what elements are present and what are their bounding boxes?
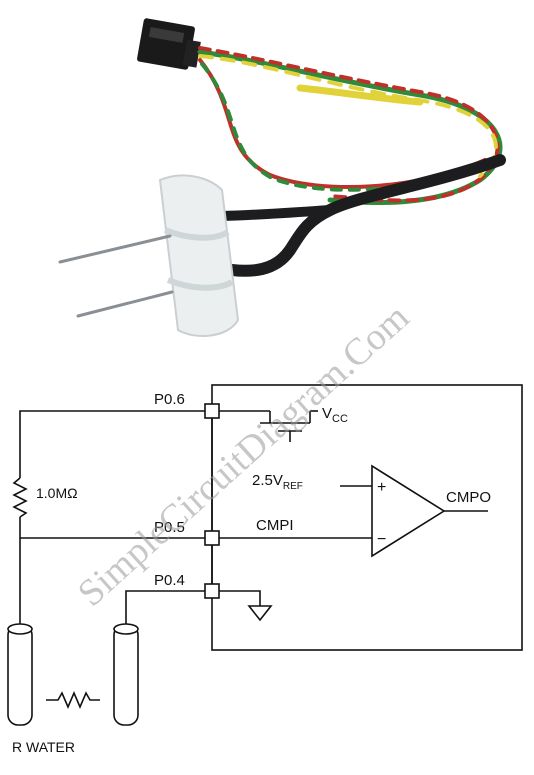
electrode-right	[113, 623, 139, 726]
probe-body	[158, 174, 240, 337]
label-p04: P0.4	[154, 572, 185, 589]
electrode-left	[7, 623, 33, 726]
label-p06: P0.6	[154, 391, 185, 408]
comparator-minus: −	[377, 531, 386, 548]
label-vref: 2.5VREF	[252, 472, 303, 492]
comparator-plus: +	[377, 479, 386, 496]
wire-ground	[219, 590, 261, 606]
wire-p06	[19, 410, 205, 478]
label-resistor: 1.0MΩ	[36, 485, 78, 501]
vcc-switch-symbol	[260, 410, 318, 442]
pin-p06-box	[204, 403, 220, 419]
ground-symbol	[247, 605, 273, 622]
pin-p05-box	[204, 530, 220, 546]
label-vcc: VCC	[322, 405, 348, 425]
sensor-photo	[58, 18, 506, 337]
label-rwater: R WATER	[12, 739, 75, 755]
schematic	[7, 384, 523, 726]
connector	[137, 18, 201, 70]
pin-p04-box	[204, 583, 220, 599]
black-cable	[217, 154, 506, 277]
label-cmpi: CMPI	[256, 517, 294, 534]
watermark: SimpleCircuitDiagram.Com	[70, 296, 417, 615]
rwater-resistor-symbol	[46, 690, 100, 710]
label-cmpo: CMPO	[446, 489, 491, 506]
schematic-labels: P0.6 P0.5 P0.4 VCC 2.5VREF + − CMPO CMPI…	[12, 391, 491, 755]
label-p05: P0.5	[154, 519, 185, 536]
wire-p04	[125, 590, 205, 625]
comparator-symbol	[371, 464, 446, 558]
resistor-1m-symbol	[12, 477, 28, 518]
probe-needles	[58, 234, 174, 318]
